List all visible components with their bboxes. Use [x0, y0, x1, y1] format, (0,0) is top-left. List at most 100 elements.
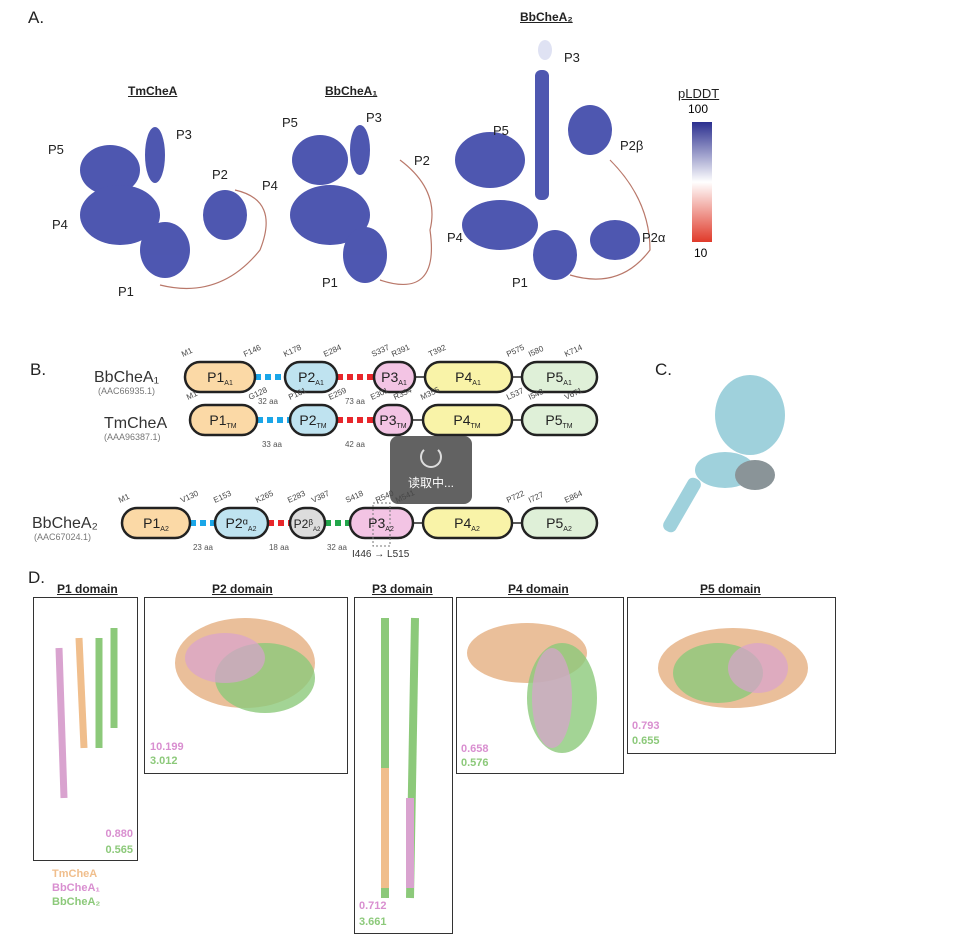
domain-label: P3: [564, 50, 580, 65]
rmsd-bbchea2: 3.012: [150, 755, 178, 767]
svg-text:18 aa: 18 aa: [269, 543, 290, 552]
colorbar-max: 100: [688, 102, 709, 116]
svg-text:P2TM: P2TM: [299, 412, 326, 430]
residue-label: P575: [505, 343, 526, 359]
colorbar-min: 10: [694, 246, 708, 260]
svg-text:P5A2: P5A2: [546, 515, 572, 533]
residue-label: K714: [563, 343, 584, 359]
legend-tmchea: TmCheA: [52, 868, 98, 880]
svg-text:P1A1: P1A1: [207, 369, 233, 387]
structure-title-tmchea: TmCheA: [128, 84, 178, 98]
domain-label: P5: [48, 142, 64, 157]
rmsd-bbchea1: 10.199: [150, 741, 184, 753]
pLDDT-colorbar: [692, 122, 712, 242]
residue-label: E283: [286, 489, 307, 505]
rmsd-bbchea1: 0.880: [105, 828, 133, 840]
domain-label: P5: [493, 123, 509, 138]
rmsd-bbchea1: 0.712: [359, 900, 387, 912]
structure-title-bbchea2: BbCheA₂: [520, 10, 573, 24]
rmsd-bbchea2: 0.565: [105, 844, 133, 856]
domain-title: P1 domain: [57, 582, 118, 596]
residue-label: E284: [322, 343, 343, 359]
p3-superposition-box: 0.712 3.661: [354, 597, 453, 934]
residue-label: M1: [180, 346, 194, 359]
structure-title-bbchea1: BbCheA₁: [325, 84, 378, 98]
domain-architecture-diagram: BbCheA₁ TmCheA BbCheA₂ (AAC66935.1) (AAA…: [32, 342, 599, 552]
loading-spinner-icon: [420, 446, 442, 468]
p1-superposition-box: 0.880 0.565: [33, 597, 138, 861]
svg-text:42 aa: 42 aa: [345, 440, 366, 449]
svg-text:P5A1: P5A1: [546, 369, 572, 387]
residue-label: M355: [419, 385, 441, 402]
p2-superposition-box: 10.199 3.012: [144, 597, 348, 774]
rmsd-bbchea2: 3.661: [359, 916, 387, 928]
residue-label: M1: [185, 389, 199, 402]
svg-text:32 aa: 32 aa: [258, 397, 279, 406]
residue-label: S337: [370, 343, 391, 359]
domain-label: P1: [512, 275, 528, 290]
residue-label: V130: [179, 489, 200, 505]
domain-label: P2α: [642, 230, 666, 245]
domain-label: P2: [212, 167, 228, 182]
structure-renders-a: [80, 40, 651, 289]
svg-text:32 aa: 32 aa: [327, 543, 348, 552]
loading-overlay: 读取中...: [390, 436, 472, 504]
residue-label: E153: [212, 489, 233, 505]
p5-superposition-box: 0.793 0.655: [627, 597, 836, 754]
protein-name: BbCheA₁: [94, 369, 159, 386]
panel-a-label: A.: [28, 8, 45, 27]
domain-title: P5 domain: [700, 582, 761, 596]
svg-text:P4A1: P4A1: [455, 369, 481, 387]
residue-label: R391: [390, 342, 412, 358]
svg-text:P5TM: P5TM: [545, 412, 572, 430]
panel-b-label: B.: [30, 360, 47, 379]
structure-render-c: [663, 375, 785, 533]
legend-bbchea1: BbCheA₁: [52, 882, 100, 894]
svg-text:23 aa: 23 aa: [193, 543, 214, 552]
domain-title: P4 domain: [508, 582, 569, 596]
residue-label: M1: [117, 492, 131, 505]
svg-text:P3TM: P3TM: [379, 412, 406, 430]
domain-label: P2β: [620, 138, 644, 153]
residue-label: E864: [563, 489, 584, 505]
rmsd-bbchea1: 0.658: [461, 743, 489, 755]
residue-label: K265: [254, 489, 275, 505]
loading-text: 读取中...: [407, 476, 454, 490]
rmsd-bbchea1: 0.793: [632, 720, 660, 732]
svg-text:P2A1: P2A1: [298, 369, 324, 387]
svg-text:P3A2: P3A2: [368, 515, 394, 533]
domain-label: P4: [447, 230, 463, 245]
protein-name: BbCheA₂: [32, 515, 98, 532]
domain-label: P2: [414, 153, 430, 168]
residue-label: S418: [344, 489, 365, 505]
domain-label: P5: [282, 115, 298, 130]
domain-label: P4: [52, 217, 68, 232]
structure-blob: [80, 145, 140, 195]
domain-title: P3 domain: [372, 582, 433, 596]
residue-label: P722: [505, 489, 526, 505]
rmsd-bbchea2: 0.576: [461, 757, 489, 769]
svg-text:33 aa: 33 aa: [262, 440, 283, 449]
rmsd-bbchea2: 0.655: [632, 735, 660, 747]
svg-text:P4TM: P4TM: [453, 412, 480, 430]
svg-text:P1TM: P1TM: [209, 412, 236, 430]
panel-c-label: C.: [655, 360, 672, 379]
accession: (AAC66935.1): [98, 386, 155, 396]
domain-title: P2 domain: [212, 582, 273, 596]
svg-text:73 aa: 73 aa: [345, 397, 366, 406]
accession: (AAC67024.1): [34, 532, 91, 542]
residue-label: V387: [310, 489, 331, 505]
residue-label: I727: [527, 490, 545, 505]
residue-label: K178: [282, 343, 303, 359]
svg-text:P2ᵅA2: P2ᵅA2: [226, 515, 257, 533]
domain-label: P3: [366, 110, 382, 125]
domain-label: P3: [176, 127, 192, 142]
residue-label: F146: [242, 343, 263, 359]
domain-label: P4: [262, 178, 278, 193]
residue-label: T392: [427, 343, 448, 359]
accession: (AAA96387.1): [104, 432, 161, 442]
deletion-annotation: I446 → L515: [352, 549, 410, 561]
panel-d-label: D.: [28, 568, 45, 587]
svg-text:P1A2: P1A2: [143, 515, 169, 533]
